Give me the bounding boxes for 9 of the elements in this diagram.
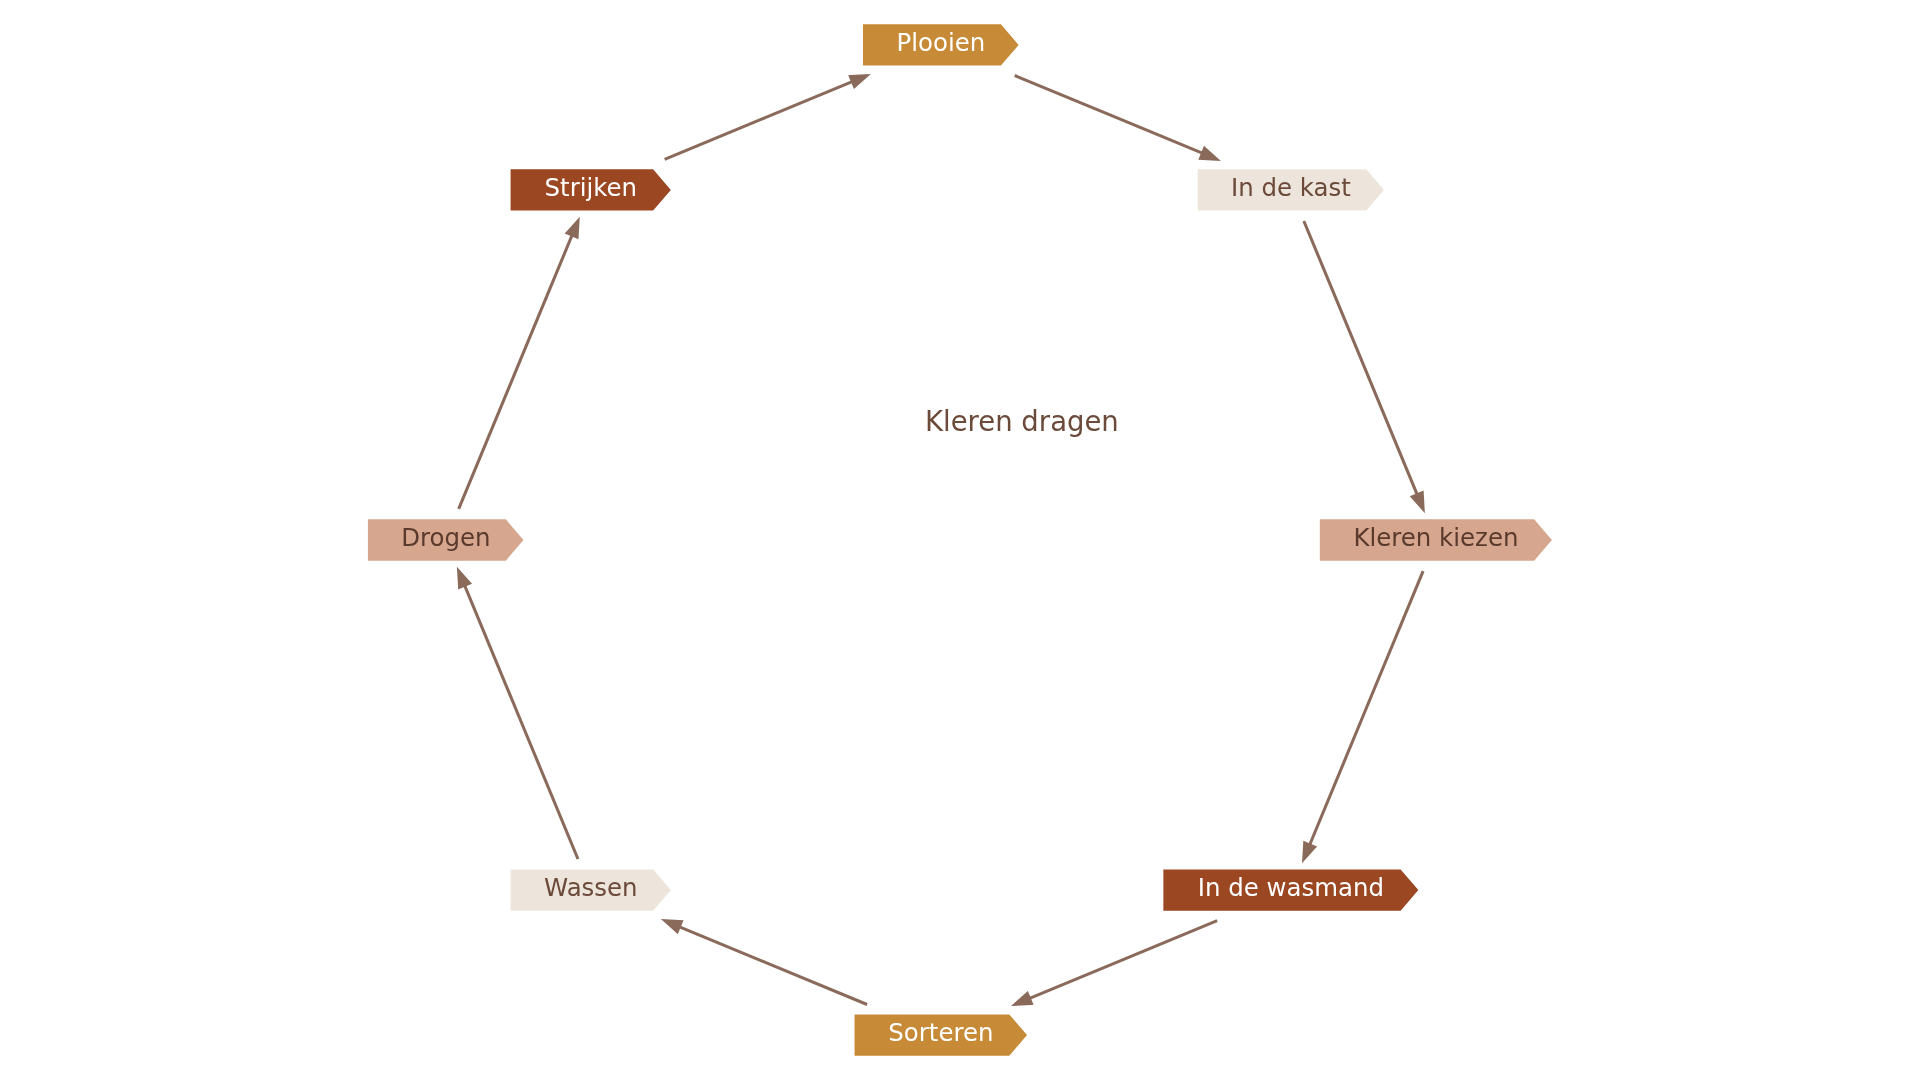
arrow xyxy=(664,73,871,161)
arrow xyxy=(1302,220,1425,514)
arrow xyxy=(660,919,868,1006)
arrow xyxy=(1014,74,1221,161)
arrow xyxy=(457,216,580,510)
arrow xyxy=(1302,570,1425,864)
arrow xyxy=(1010,919,1218,1007)
arrow xyxy=(456,566,580,860)
label: Kleren dragen xyxy=(924,404,1119,437)
